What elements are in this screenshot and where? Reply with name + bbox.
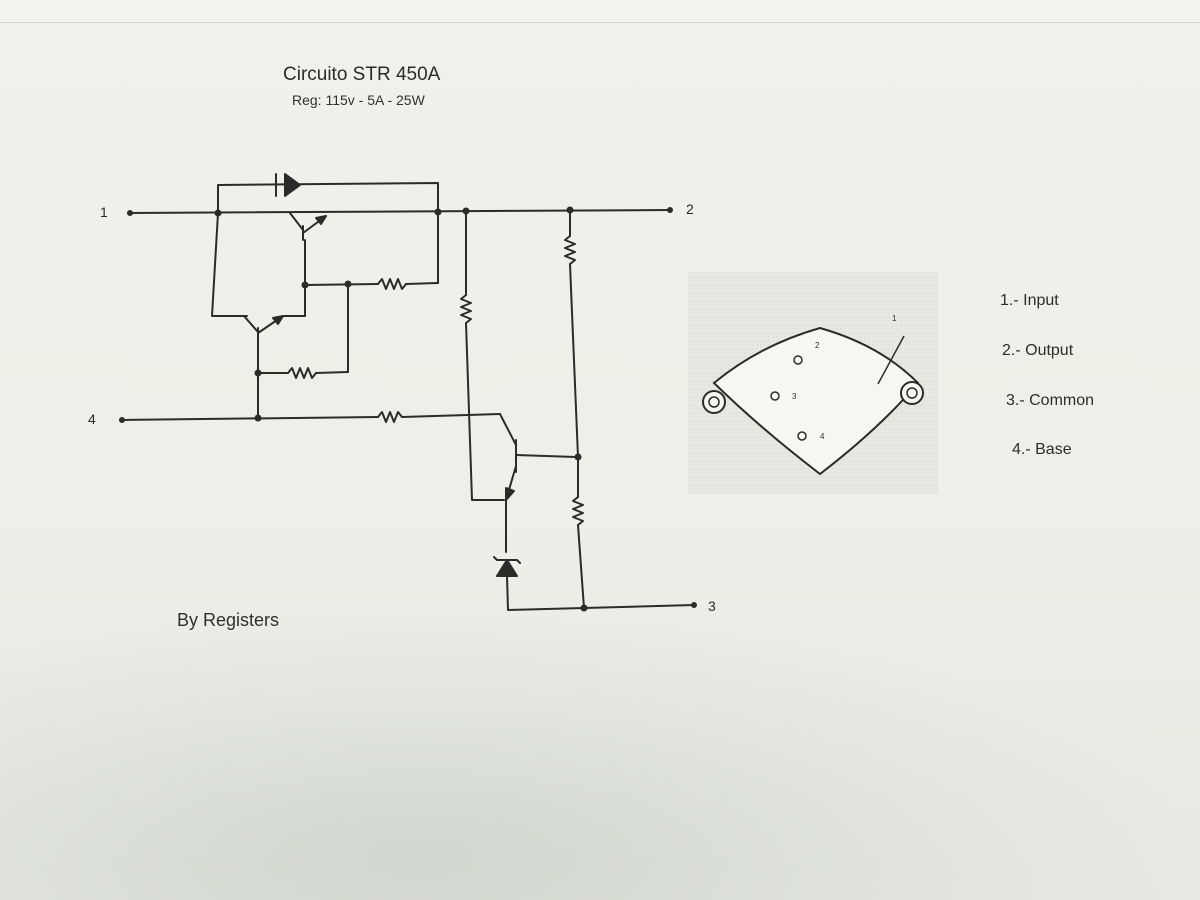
- legend-item-input: 1.- Input: [1000, 292, 1059, 309]
- transistor-q1: [289, 212, 327, 241]
- resistor-r2: [287, 367, 317, 379]
- legend-item-base: 4.- Base: [1012, 441, 1072, 458]
- wire-base-line: [119, 416, 379, 421]
- paper-top-edge: [0, 0, 1200, 23]
- wire-common-line: [583, 604, 695, 609]
- wire-left-vertical: [211, 212, 248, 317]
- wire-r2-right: [315, 371, 349, 374]
- package-pin-2: 2: [815, 341, 820, 350]
- wire-r1-right: [405, 282, 439, 285]
- transistor-q3: [499, 413, 577, 501]
- legend-item-output: 2.- Output: [1002, 342, 1074, 359]
- diagram-title: Circuito STR 450A: [283, 64, 441, 85]
- package-pin-3: 3: [792, 392, 797, 401]
- pin-label-1: 1: [100, 204, 108, 220]
- wire-base-to-q3: [401, 413, 501, 418]
- resistor-r4: [460, 294, 472, 324]
- resistor-r3: [377, 411, 403, 423]
- pin-label-3: 3: [708, 598, 716, 614]
- wire-zener-bottom: [506, 575, 585, 611]
- package-pin-1: 1: [892, 314, 897, 323]
- wire-input-output: [127, 209, 671, 214]
- resistor-r6: [572, 496, 584, 526]
- wire-r6-down: [577, 524, 585, 609]
- author-credit: By Registers: [177, 610, 280, 630]
- transistor-q2: [243, 315, 284, 339]
- shadow-overlay: [0, 600, 1200, 900]
- zener-diode: [493, 556, 521, 577]
- wire-r5-down: [569, 263, 579, 458]
- junction-dots: [119, 206, 697, 612]
- wire-r4-down: [465, 322, 505, 501]
- resistor-r1: [377, 278, 407, 290]
- pin-label-4: 4: [88, 411, 96, 427]
- legend-item-common: 3.- Common: [1006, 392, 1095, 409]
- resistor-r5: [564, 235, 576, 265]
- diagram-subtitle: Reg: 115v - 5A - 25W: [292, 92, 425, 108]
- to3-package: [688, 272, 938, 494]
- wire-diode-loop: [217, 182, 439, 214]
- diode-top: [275, 173, 301, 197]
- pin-label-2: 2: [686, 201, 694, 217]
- package-pin-4: 4: [820, 432, 825, 441]
- wire-mid-rail: [304, 283, 379, 286]
